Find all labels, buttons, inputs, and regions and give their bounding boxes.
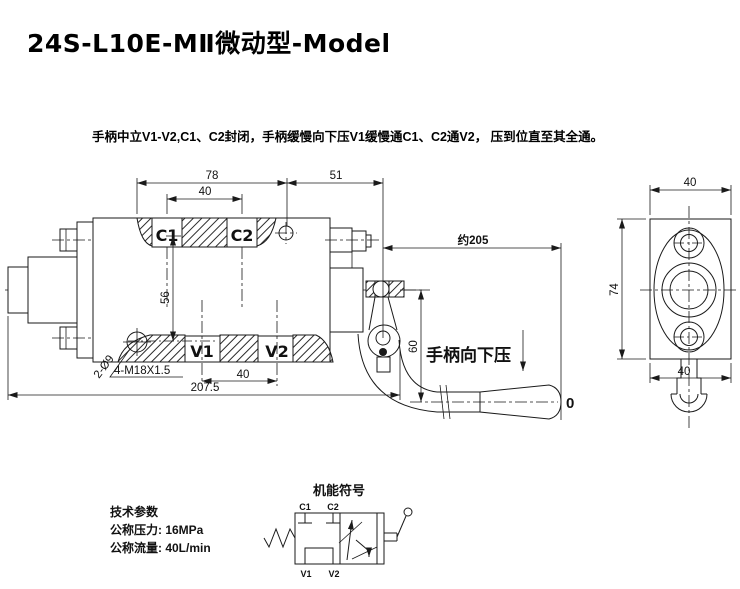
lever-icon xyxy=(384,508,412,541)
right-end xyxy=(325,228,380,332)
symbol-closed-ports xyxy=(298,513,340,523)
symbol-port-v1: V1 xyxy=(300,569,311,579)
spring-icon xyxy=(264,529,295,547)
tech-params: 技术参数 公称压力: 16MPa 公称流量: 40L/min xyxy=(110,504,211,555)
dim-handle-approx: 约205 xyxy=(458,233,489,247)
dim-top-span: 78 xyxy=(206,170,219,182)
left-end-cap xyxy=(8,222,93,358)
dim-top-right: 51 xyxy=(330,170,343,182)
port-label-c2: C2 xyxy=(231,226,254,245)
handle-lever: 0 xyxy=(358,334,574,419)
port-label-c1: C1 xyxy=(156,226,179,245)
end-view: 40 74 40 xyxy=(609,177,738,428)
dim-vertical-ports: 56 xyxy=(160,291,172,304)
symbol-port-c2: C2 xyxy=(327,502,339,512)
dim-threads: 4-M18X1.5 xyxy=(114,365,170,377)
tech-params-flow: 公称流量: 40L/min xyxy=(110,540,211,555)
dim-top-ports: 40 xyxy=(199,186,212,198)
symbol-title: 机能符号 xyxy=(313,483,365,498)
description-note: 手柄中立V1-V2,C1、C2封闭，手柄缓慢向下压V1缓慢通C1、C2通V2， … xyxy=(92,130,604,144)
handle-bracket xyxy=(330,268,363,332)
symbol-port-v2: V2 xyxy=(328,569,339,579)
dim-vertical-handle: 60 xyxy=(408,340,420,353)
end-view-handle xyxy=(671,359,707,412)
tech-params-title: 技术参数 xyxy=(110,504,159,519)
dim-end-lower-width: 40 xyxy=(678,366,691,378)
handle-end-label: 0 xyxy=(566,395,574,412)
top-ports: C1 C2 xyxy=(137,218,276,308)
end-view-dimensions: 40 74 40 xyxy=(609,177,731,383)
handle-pivot xyxy=(366,281,404,372)
dim-end-width: 40 xyxy=(684,177,697,189)
main-dimensions: 78 40 51 约205 56 60 40 xyxy=(8,170,561,420)
dim-bottom-ports: 40 xyxy=(237,369,250,381)
symbol-v1v2-link xyxy=(305,548,333,564)
body-hole xyxy=(275,222,297,244)
dim-overall: 207.5 xyxy=(191,382,220,394)
press-note: 手柄向下压 xyxy=(426,345,511,365)
main-view: C1 C2 V1 V2 xyxy=(5,170,574,420)
hydraulic-symbol: 机能符号 C1 C2 V1 V2 xyxy=(264,483,412,579)
page-title: 24S-L10E-MⅡ微动型-Model xyxy=(27,29,391,58)
bottom-ports: V1 V2 xyxy=(118,300,333,386)
end-view-body xyxy=(650,219,731,359)
symbol-port-c1: C1 xyxy=(299,502,311,512)
dim-end-height: 74 xyxy=(609,283,621,296)
press-annotation: 手柄向下压 xyxy=(426,330,526,371)
symbol-flow-arrows xyxy=(339,513,377,564)
tech-params-pressure: 公称压力: 16MPa xyxy=(110,522,204,537)
